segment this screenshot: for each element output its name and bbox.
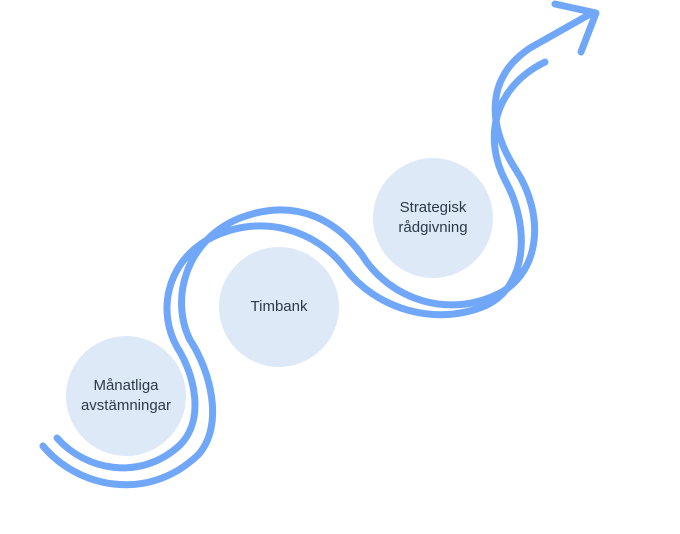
step-label: Månatliga avstämningar: [80, 377, 172, 414]
step-circle-time-bank: Timbank: [219, 247, 339, 367]
step-label: Strategisk rådgivning: [398, 199, 468, 236]
step-label: Timbank: [250, 298, 308, 315]
arrow-head-icon: [551, 0, 600, 56]
step-circle-monthly-reconciliations: Månatliga avstämningar: [66, 336, 186, 456]
path-outer-track: [39, 9, 596, 489]
step-circle-strategic-advice: Strategisk rådgivning: [373, 158, 493, 278]
path-inner-track: [53, 58, 549, 472]
